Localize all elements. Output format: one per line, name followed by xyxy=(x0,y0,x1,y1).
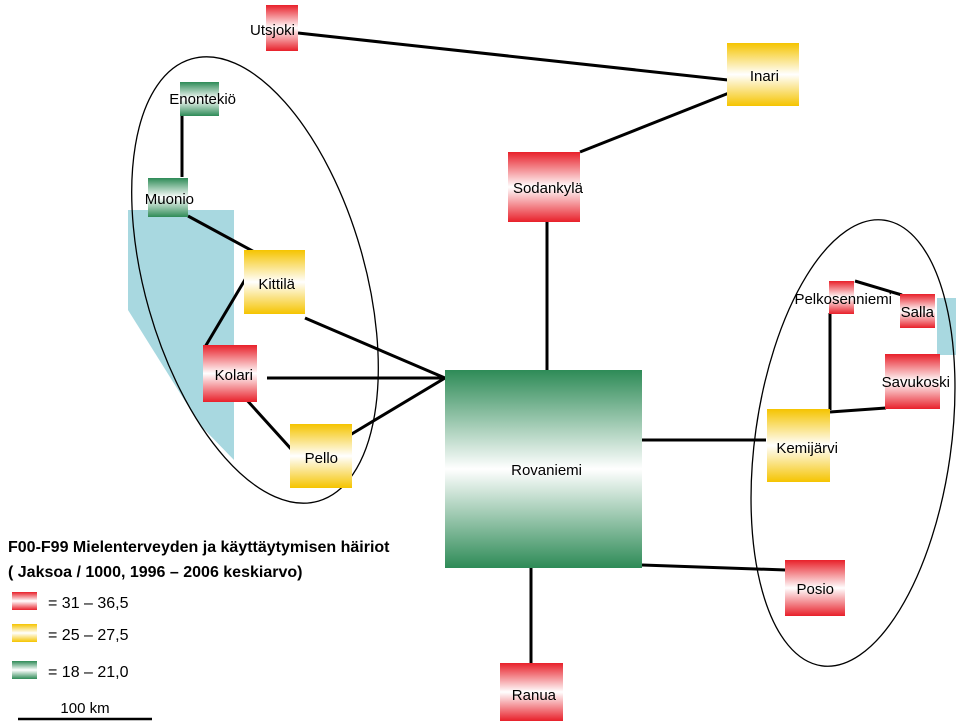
municipality-box-utsjoki[interactable] xyxy=(266,5,298,51)
municipality-label-enontekio: Enontekiö xyxy=(169,91,236,108)
legend: F00-F99 Mielenterveyden ja käyttäytymise… xyxy=(8,539,390,681)
connector-pelkosenniemi-salla xyxy=(854,279,903,297)
connector-pello-rovaniemi xyxy=(349,376,446,437)
municipality-box-savukoski[interactable] xyxy=(885,354,940,409)
municipality-box-rovaniemi[interactable] xyxy=(445,370,642,568)
municipality-label-inari: Inari xyxy=(750,68,779,85)
legend-label-green: = 18 – 21,0 xyxy=(48,664,129,681)
scale-bar: 100 km xyxy=(18,700,152,721)
connector-lines xyxy=(180,31,903,663)
municipality-label-muonio: Muonio xyxy=(145,191,194,208)
municipality-box-posio[interactable] xyxy=(785,560,845,616)
connector-kemijarvi-savukoski xyxy=(829,406,887,414)
legend-label-red: = 31 – 36,5 xyxy=(48,595,129,612)
municipality-label-savukoski: Savukoski xyxy=(882,374,950,391)
municipality-label-pello: Pello xyxy=(305,450,338,467)
east-area-shape xyxy=(937,298,956,355)
legend-swatch-yellow xyxy=(12,624,37,642)
municipality-box-sodankyla[interactable] xyxy=(508,152,580,222)
legend-label-yellow: = 25 – 27,5 xyxy=(48,627,129,644)
municipality-label-utsjoki: Utsjoki xyxy=(250,22,295,39)
municipality-box-kolari[interactable] xyxy=(203,345,257,402)
connector-rovaniemi-posio xyxy=(641,563,787,572)
municipality-label-kolari: Kolari xyxy=(215,367,253,384)
municipality-box-pello[interactable] xyxy=(290,424,352,488)
municipality-label-kittila: Kittilä xyxy=(258,276,295,293)
connector-muonio-kittila xyxy=(187,214,261,257)
municipality-box-pelkosenniemi[interactable] xyxy=(829,281,854,314)
municipality-box-inari[interactable] xyxy=(727,43,799,106)
municipality-label-sodankyla: Sodankylä xyxy=(513,180,584,197)
municipality-box-kittila[interactable] xyxy=(244,250,305,314)
municipality-label-rovaniemi: Rovaniemi xyxy=(511,462,582,479)
connector-kittila-kolari xyxy=(203,277,248,348)
east-group-ellipse xyxy=(750,219,956,667)
west-group-ellipse xyxy=(131,56,379,504)
legend-title-line2: ( Jaksoa / 1000, 1996 – 2006 keskiarvo) xyxy=(8,564,302,581)
legend-title-line1: F00-F99 Mielenterveyden ja käyttäytymise… xyxy=(8,539,390,556)
municipality-label-kemijarvi: Kemijärvi xyxy=(776,440,838,457)
municipality-label-salla: Salla xyxy=(901,304,935,321)
municipality-label-pelkosenniemi: Pelkosenniemi xyxy=(794,291,892,308)
legend-swatch-red xyxy=(12,592,37,610)
municipality-label-posio: Posio xyxy=(796,581,834,598)
municipality-box-enontekio[interactable] xyxy=(180,82,219,116)
west-area-shape xyxy=(128,210,234,460)
municipality-box-muonio[interactable] xyxy=(148,178,188,217)
connector-utsjoki-inari xyxy=(297,31,729,82)
municipality-label-ranua: Ranua xyxy=(512,687,557,704)
scale-label: 100 km xyxy=(60,700,109,717)
connector-kolari-pello xyxy=(243,396,294,452)
legend-swatch-green xyxy=(12,661,37,679)
connector-inari-sodankyla xyxy=(579,91,730,154)
connector-kittila-rovaniemi xyxy=(304,316,446,380)
municipality-box-ranua[interactable] xyxy=(500,663,563,721)
municipality-box-kemijarvi[interactable] xyxy=(767,409,830,482)
municipality-box-salla[interactable] xyxy=(900,294,935,328)
